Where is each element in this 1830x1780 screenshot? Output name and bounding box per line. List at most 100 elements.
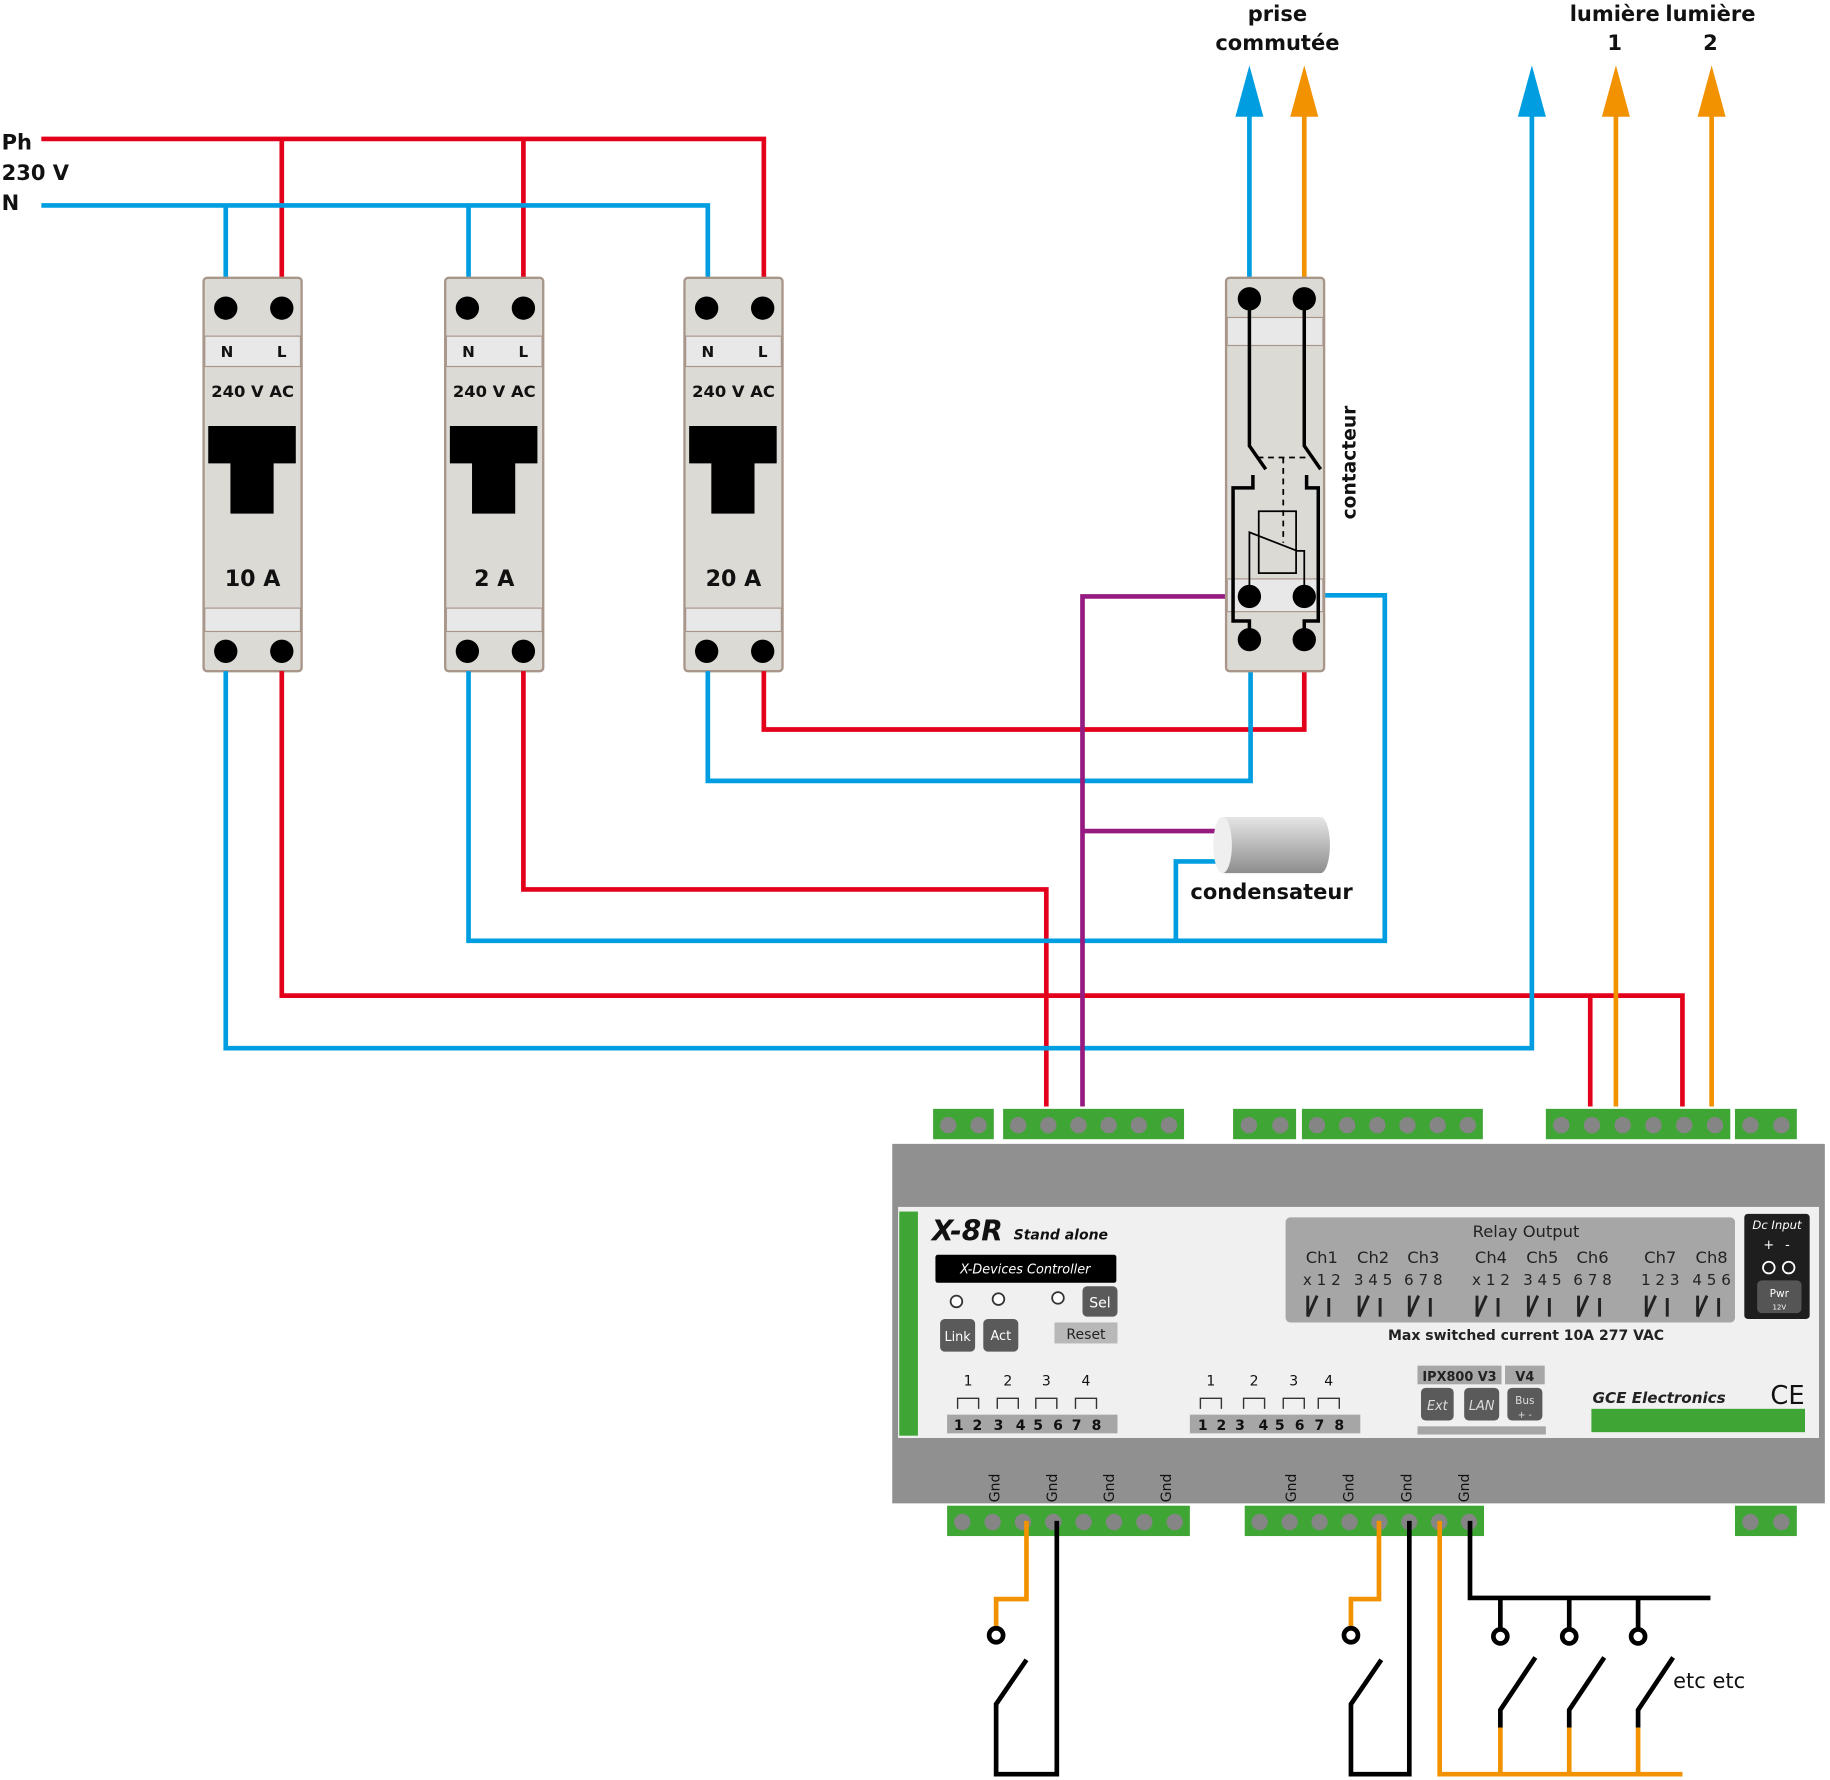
screw-terminal-icon[interactable] bbox=[1136, 1513, 1153, 1531]
b3-phase-to-contactor bbox=[761, 671, 1307, 732]
screw-terminal-icon[interactable] bbox=[1341, 1513, 1358, 1531]
screw-terminal-icon[interactable] bbox=[1070, 1117, 1087, 1134]
input-connector-icon bbox=[996, 1397, 1019, 1409]
screw-terminal-icon[interactable] bbox=[1742, 1513, 1759, 1531]
screw-terminal-icon[interactable] bbox=[1773, 1117, 1790, 1134]
screw-terminal-icon[interactable] bbox=[954, 1513, 971, 1531]
pushbutton-switch-icon[interactable] bbox=[1498, 1656, 1538, 1728]
screw-terminal-icon[interactable] bbox=[1459, 1117, 1476, 1134]
screw-terminal-icon[interactable] bbox=[1130, 1117, 1147, 1134]
input-group-number: 1 bbox=[964, 1373, 973, 1389]
screw-terminal-icon[interactable] bbox=[1075, 1513, 1092, 1531]
breaker-current: 2 A bbox=[474, 566, 515, 592]
outlet-label-line2: commutée bbox=[1215, 31, 1339, 55]
screw-terminal-icon[interactable] bbox=[1272, 1117, 1289, 1134]
screw-terminal-icon[interactable] bbox=[1676, 1117, 1693, 1134]
screw-terminal-icon[interactable] bbox=[1251, 1513, 1268, 1531]
switch1-return bbox=[993, 1520, 1060, 1777]
distribution-wires bbox=[223, 110, 1714, 1107]
breaker-toggle-icon[interactable] bbox=[689, 426, 777, 514]
screw-terminal-icon[interactable] bbox=[984, 1513, 1001, 1531]
capacitor: condensateur bbox=[1190, 817, 1353, 904]
max-current-label: Max switched current 10A 277 VAC bbox=[1388, 1328, 1664, 1344]
terminal-block bbox=[1244, 1505, 1485, 1537]
outlet-label-line1: prise bbox=[1248, 2, 1307, 26]
bus-port[interactable]: Bus + - bbox=[1507, 1387, 1543, 1421]
lan-port[interactable]: LAN bbox=[1464, 1387, 1500, 1421]
link-button[interactable]: Link bbox=[940, 1318, 976, 1352]
pushbutton-switch-icon[interactable] bbox=[1566, 1656, 1607, 1728]
screw-terminal-icon[interactable] bbox=[1311, 1513, 1328, 1531]
bank-gnd-bus bbox=[1467, 1520, 1711, 1601]
breaker-bottom-strip bbox=[204, 607, 302, 633]
b2-phase-to-module bbox=[521, 671, 1049, 1107]
terminal-icon bbox=[694, 639, 719, 663]
screw-terminal-icon[interactable] bbox=[1281, 1513, 1298, 1531]
relay-pins-label: x 1 2 bbox=[1472, 1271, 1510, 1289]
screw-terminal-icon[interactable] bbox=[1429, 1117, 1446, 1134]
switch2-return bbox=[1348, 1520, 1412, 1777]
relay-pins-label: 3 4 5 bbox=[1354, 1271, 1393, 1289]
relay-pins-label: x 1 2 bbox=[1303, 1271, 1341, 1289]
relay-channel-label: Ch8 bbox=[1696, 1248, 1728, 1267]
terminal-n-label: N bbox=[221, 343, 234, 361]
relay-channel-label: Ch3 bbox=[1407, 1248, 1439, 1267]
screw-terminal-icon[interactable] bbox=[1240, 1117, 1257, 1134]
ext-label: Ext bbox=[1427, 1399, 1449, 1414]
screw-terminal-icon[interactable] bbox=[1773, 1513, 1790, 1531]
input-switches: etc etc bbox=[986, 1520, 1745, 1777]
screw-terminal-icon[interactable] bbox=[940, 1117, 957, 1134]
act-button[interactable]: Act bbox=[983, 1318, 1019, 1352]
sel-button[interactable]: Sel bbox=[1082, 1286, 1118, 1317]
screw-terminal-icon[interactable] bbox=[1308, 1117, 1326, 1134]
screw-terminal-icon[interactable] bbox=[1553, 1117, 1570, 1134]
screw-terminal-icon[interactable] bbox=[1338, 1117, 1356, 1134]
breaker-voltage: 240 V AC bbox=[453, 382, 536, 401]
screw-terminal-icon[interactable] bbox=[1614, 1117, 1631, 1134]
relay-contact-icon bbox=[1357, 1295, 1382, 1318]
terminal-icon bbox=[511, 296, 536, 320]
input-pin-number: 5 bbox=[1275, 1418, 1285, 1434]
contactor-label: contacteur bbox=[1340, 405, 1361, 520]
screw-terminal-icon[interactable] bbox=[1166, 1513, 1183, 1531]
breaker-label-strip bbox=[685, 335, 782, 368]
reset-button[interactable]: Reset bbox=[1054, 1322, 1118, 1344]
relay-channel-label: Ch1 bbox=[1306, 1248, 1338, 1267]
model-subtitle: Stand alone bbox=[1014, 1228, 1108, 1244]
breaker-toggle-icon[interactable] bbox=[449, 426, 538, 514]
switch-contact-icon bbox=[1491, 1627, 1510, 1646]
terminal-icon bbox=[214, 639, 238, 663]
etc-label: etc etc bbox=[1673, 1669, 1745, 1693]
screw-terminal-icon[interactable] bbox=[1040, 1117, 1057, 1134]
screw-terminal-icon[interactable] bbox=[1369, 1117, 1386, 1134]
screw-terminal-icon[interactable] bbox=[1399, 1117, 1416, 1134]
relay-pins-label: 6 7 8 bbox=[1404, 1271, 1443, 1289]
relay-contact-icon bbox=[1475, 1295, 1500, 1318]
input-pin-number: 8 bbox=[1092, 1418, 1102, 1434]
screw-terminal-icon[interactable] bbox=[1706, 1117, 1724, 1134]
screw-terminal-icon[interactable] bbox=[970, 1117, 987, 1134]
input-group-number: 4 bbox=[1324, 1373, 1333, 1389]
screw-terminal-icon[interactable] bbox=[1010, 1117, 1027, 1134]
screw-terminal-icon[interactable] bbox=[1160, 1117, 1178, 1134]
relay-contact-icon bbox=[1644, 1295, 1669, 1318]
input-pin-number: 1 bbox=[1198, 1418, 1208, 1434]
dc-minus-label: - bbox=[1785, 1238, 1790, 1253]
screw-terminal-icon[interactable] bbox=[1105, 1513, 1123, 1531]
pwr-button[interactable]: Pwr 12V bbox=[1757, 1280, 1802, 1314]
screw-terminal-icon[interactable] bbox=[1645, 1117, 1662, 1134]
relay-contact-icon bbox=[1407, 1295, 1432, 1318]
led-icon bbox=[1051, 1291, 1065, 1305]
terminal-icon bbox=[455, 639, 480, 663]
breaker-toggle-icon[interactable] bbox=[208, 426, 296, 514]
b1-neutral-to-lights bbox=[223, 110, 1535, 1051]
pushbutton-switch-icon[interactable] bbox=[1635, 1656, 1676, 1728]
x8r-module: X-8R Stand alone X-Devices Controller Se… bbox=[892, 1108, 1825, 1537]
terminal-block bbox=[1301, 1108, 1483, 1140]
screw-terminal-icon[interactable] bbox=[1583, 1117, 1601, 1134]
screw-terminal-icon[interactable] bbox=[1742, 1117, 1759, 1134]
terminal-icon bbox=[694, 296, 719, 320]
ext-port[interactable]: Ext bbox=[1420, 1387, 1454, 1421]
screw-terminal-icon[interactable] bbox=[1100, 1117, 1117, 1134]
